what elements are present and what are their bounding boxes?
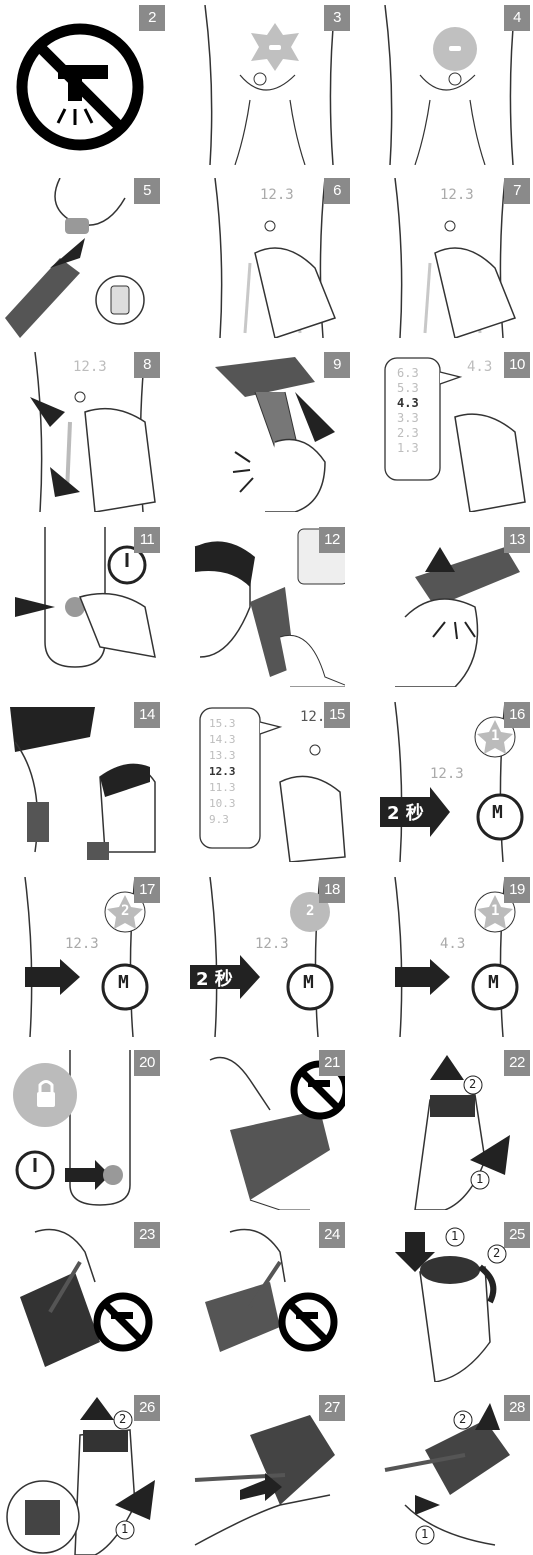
step-circle-label: 1 xyxy=(421,1527,428,1541)
panel-23: 23 xyxy=(5,1222,160,1382)
thumb-icon xyxy=(455,414,525,512)
panel-21: 21 xyxy=(190,1050,345,1210)
panel-3: 3 xyxy=(195,5,350,165)
step-number: 16 xyxy=(504,702,530,728)
length-list: 15.314.313.3 12.311.3 10.39.3 xyxy=(209,716,236,828)
length-display: 12.3 xyxy=(65,937,99,951)
length-display: 12.3 xyxy=(430,767,464,781)
panel-7: 12.3 7 xyxy=(375,178,530,338)
step-number: 18 xyxy=(319,877,345,903)
step-number: 23 xyxy=(134,1222,160,1248)
step-number: 26 xyxy=(134,1395,160,1421)
panel-12: 12 xyxy=(190,527,345,687)
step-number: 8 xyxy=(134,352,160,378)
m-button-label: M xyxy=(488,976,499,990)
step-circle-label: 1 xyxy=(476,1172,483,1186)
step-circle-label: 2 xyxy=(459,1412,466,1426)
step-number: 22 xyxy=(504,1050,530,1076)
panel-14: 14 xyxy=(5,702,160,862)
step-number: 19 xyxy=(504,877,530,903)
panel-17: 12.3 M 2 17 xyxy=(5,877,160,1037)
badge-label: 2 xyxy=(121,904,129,918)
arrow-up-icon xyxy=(80,1397,114,1420)
badge-label: 1 xyxy=(491,904,499,918)
step-number: 12 xyxy=(319,527,345,553)
panel-6: 12.3 6 xyxy=(195,178,350,338)
step-circle-label: 2 xyxy=(469,1077,476,1091)
arrow-down-icon xyxy=(295,392,335,442)
m-button-label: M xyxy=(303,976,314,990)
length-display: 4.3 xyxy=(467,360,492,374)
step-number: 17 xyxy=(134,877,160,903)
step-number: 14 xyxy=(134,702,160,728)
step-number: 6 xyxy=(324,178,350,204)
thumb-icon xyxy=(435,248,515,338)
step-number: 5 xyxy=(134,178,160,204)
length-display: 12.3 xyxy=(260,188,294,202)
step-number: 13 xyxy=(504,527,530,553)
arrow-right-icon xyxy=(395,959,450,995)
panel-28: 2 1 28 xyxy=(375,1395,530,1555)
step-number: 7 xyxy=(504,178,530,204)
panel-9: 9 xyxy=(195,352,350,512)
length-display: 12.3 xyxy=(440,188,474,202)
panel-13: 13 xyxy=(375,527,530,687)
step-number: 2 xyxy=(139,5,165,31)
step-number: 24 xyxy=(319,1222,345,1248)
step-number: 21 xyxy=(319,1050,345,1076)
length-display: 4.3 xyxy=(440,937,465,951)
panel-24: 24 xyxy=(190,1222,345,1382)
arrow-right-icon xyxy=(415,1495,440,1515)
step-number: 15 xyxy=(324,702,350,728)
thumb-icon xyxy=(280,776,345,862)
badge-label: 1 xyxy=(491,729,499,743)
panel-4: 4 xyxy=(375,5,530,165)
step-number: 11 xyxy=(134,527,160,553)
step-number: 10 xyxy=(504,352,530,378)
panel-11: 11 xyxy=(5,527,160,687)
step-circle-label: 2 xyxy=(493,1246,500,1260)
panel-8: 12.3 8 xyxy=(5,352,160,512)
step-number: 20 xyxy=(134,1050,160,1076)
step-circle-label: 1 xyxy=(121,1522,128,1536)
step-number: 3 xyxy=(324,5,350,31)
length-display: 12.3 xyxy=(255,937,289,951)
panel-18: 12.3 2 秒 M 2 18 xyxy=(190,877,345,1037)
length-display: 12.3 xyxy=(73,360,107,374)
step-circle-label: 1 xyxy=(451,1229,458,1243)
panel-27: 27 xyxy=(190,1395,345,1555)
arrow-up-icon xyxy=(425,547,455,572)
step-number: 27 xyxy=(319,1395,345,1421)
step-number: 25 xyxy=(504,1222,530,1248)
panel-20: 20 xyxy=(5,1050,160,1210)
step-circle-label: 2 xyxy=(119,1412,126,1426)
panel-2: 2 xyxy=(10,5,165,165)
step-number: 28 xyxy=(504,1395,530,1421)
duration-label: 2 秒 xyxy=(196,965,233,991)
m-button-label: M xyxy=(492,806,503,820)
click-sound-icon xyxy=(233,452,253,492)
step-number: 9 xyxy=(324,352,350,378)
arrow-right-icon xyxy=(25,959,80,995)
panel-26: 2 1 26 xyxy=(5,1395,160,1555)
panel-25: 1 2 25 xyxy=(375,1222,530,1382)
panel-5: 5 xyxy=(5,178,160,338)
badge-label: 2 xyxy=(306,904,314,918)
arrow-up-icon xyxy=(430,1055,464,1080)
duration-label: 2 秒 xyxy=(387,799,424,825)
step-number: 4 xyxy=(504,5,530,31)
arrow-up-icon xyxy=(475,1403,500,1430)
panel-22: 2 1 22 xyxy=(375,1050,530,1210)
arrow-down-icon xyxy=(50,467,80,497)
thumb-icon xyxy=(255,248,335,338)
panel-16: 12.3 2 秒 M 1 16 xyxy=(375,702,530,862)
arrow-icon xyxy=(30,397,65,427)
panel-19: 4.3 M 1 19 xyxy=(375,877,530,1037)
m-button-label: M xyxy=(118,976,129,990)
